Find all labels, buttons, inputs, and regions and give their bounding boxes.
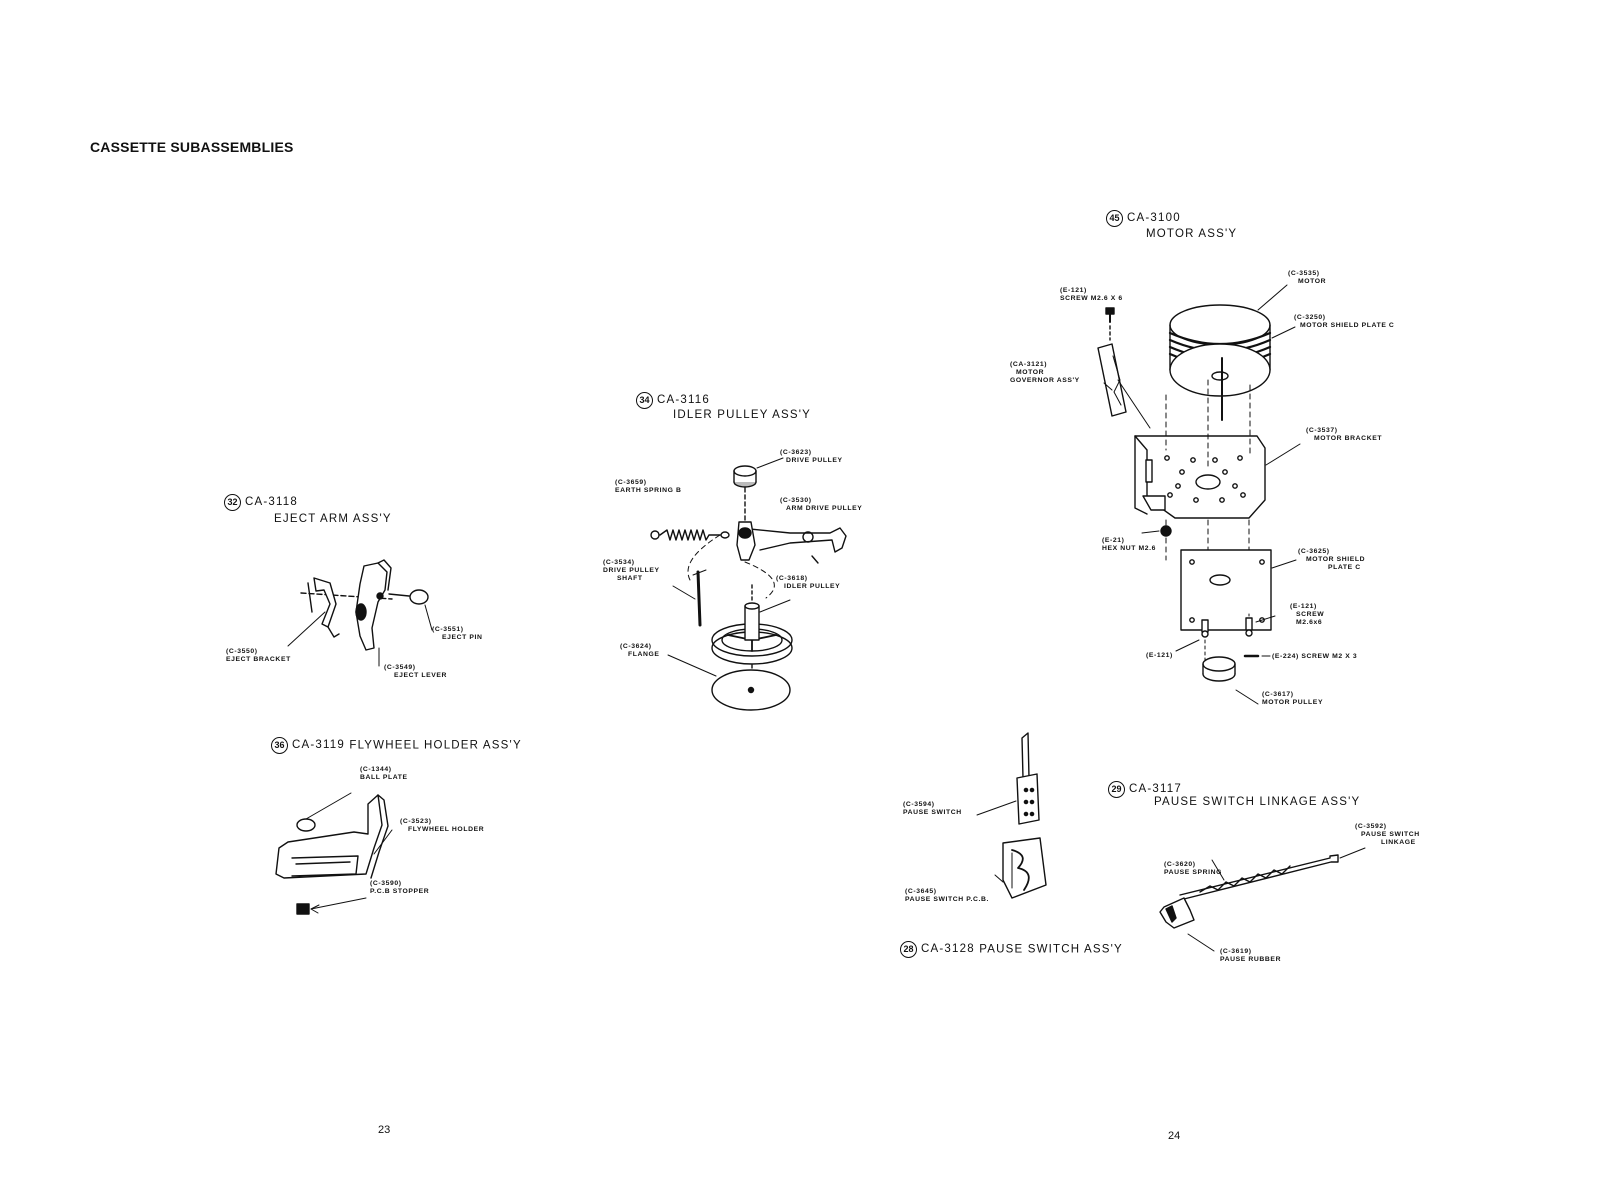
part-label-c3618: (C-3618)IDLER PULLEY (776, 575, 841, 590)
part-label-e121-low: (E-121) (1146, 652, 1173, 659)
part-label-e21: (E-21)HEX NUT M2.6 (1102, 537, 1157, 552)
assembly-name: PAUSE SWITCH LINKAGE ASS'Y (1154, 796, 1361, 808)
assembly-name: EJECT ARM ASS'Y (274, 513, 392, 525)
part-label-c3250: (C-3250)MOTOR SHIELD PLATE C (1294, 314, 1395, 329)
part-label-c3617: (C-3617)MOTOR PULLEY (1262, 691, 1324, 706)
callout-number: 32 (224, 494, 241, 511)
part-label-c3594: (C-3594)PAUSE SWITCH (903, 801, 962, 816)
part-label-c3551: (C-3551)EJECT PIN (432, 626, 483, 641)
part-label-c3624: (C-3624)FLANGE (620, 643, 660, 658)
idler-pulley-drawing (650, 457, 847, 711)
callout-number: 36 (271, 737, 288, 754)
assembly-code: CA-3119 (292, 739, 345, 751)
assembly-code: CA-3100 (1127, 212, 1181, 224)
callout-number: 45 (1106, 210, 1123, 227)
part-label-c3537: (C-3537)MOTOR BRACKET (1306, 427, 1383, 442)
assembly-name: PAUSE SWITCH ASS'Y (979, 943, 1123, 956)
page-title: CASSETTE SUBASSEMBLIES (90, 139, 294, 155)
motor-assembly-title: 45 CA-3100 (1106, 210, 1181, 227)
eject-arm-drawing (287, 559, 433, 667)
assembly-code: CA-3118 (245, 496, 298, 508)
pause-switch-drawing (976, 732, 1047, 899)
part-label-c3659: (C-3659)EARTH SPRING B (615, 479, 682, 494)
part-label-c3535: (C-3535)MOTOR (1288, 270, 1327, 285)
assembly-name: MOTOR ASS'Y (1146, 228, 1238, 240)
assembly-name: FLYWHEEL HOLDER ASS'Y (349, 739, 522, 752)
part-label-c3530: (C-3530)ARM DRIVE PULLEY (780, 497, 863, 512)
assembly-code: CA-3128 (921, 943, 975, 955)
part-label-c3549: (C-3549)EJECT LEVER (384, 664, 448, 679)
part-label-c3645: (C-3645)PAUSE SWITCH P.C.B. (905, 888, 990, 903)
part-label-e121-screw: (E-121)SCREW M2.6 X 6 (1060, 287, 1123, 302)
pause-switch-assembly-title: 28 CA-3128 PAUSE SWITCH ASS'Y (900, 941, 1123, 958)
part-label-c3623: (C-3623)DRIVE PULLEY (780, 449, 843, 464)
callout-number: 28 (900, 941, 917, 958)
page-number-right: 24 (1168, 1130, 1181, 1142)
part-label-c3619: (C-3619)PAUSE RUBBER (1220, 948, 1282, 963)
assembly-code: CA-3116 (657, 394, 710, 406)
eject-arm-assembly-title: 32 CA-3118 (224, 494, 298, 511)
assembly-code: CA-3117 (1129, 783, 1182, 795)
part-label-c3590: (C-3590)P.C.B STOPPER (370, 880, 430, 895)
idler-pulley-assembly-title: 34 CA-3116 (636, 392, 710, 409)
assembly-name: IDLER PULLEY ASS'Y (673, 409, 812, 421)
part-label-c1344: (C-1344)BALL PLATE (360, 766, 408, 781)
motor-drawing (1097, 284, 1301, 705)
callout-number: 29 (1108, 781, 1125, 798)
flywheel-holder-drawing (275, 792, 393, 915)
page-number-left: 23 (378, 1124, 391, 1136)
pause-linkage-assembly-title: 29 CA-3117 (1108, 781, 1182, 798)
part-label-c3620: (C-3620)PAUSE SPRING (1164, 861, 1223, 876)
part-label-c3523: (C-3523)FLYWHEEL HOLDER (400, 818, 485, 833)
pause-linkage-drawing (1159, 847, 1366, 952)
flywheel-holder-assembly-title: 36 CA-3119 FLYWHEEL HOLDER ASS'Y (271, 737, 522, 754)
part-label-e224: (E-224) SCREW M2 X 3 (1272, 653, 1358, 660)
callout-number: 34 (636, 392, 653, 409)
part-label-c3550: (C-3550)EJECT BRACKET (226, 648, 291, 663)
